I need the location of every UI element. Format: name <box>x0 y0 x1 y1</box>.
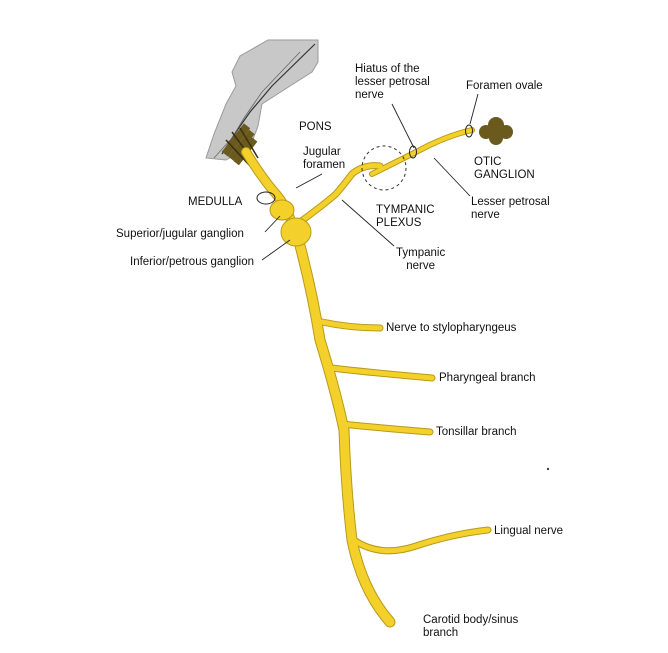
label-inferior-ganglion: Inferior/petrous ganglion <box>130 256 255 268</box>
label-jugular-foramen-line2: foramen <box>303 159 346 171</box>
label-lesser-petrosal-line1: Lesser petrosal <box>471 196 550 208</box>
label-lesser-petrosal-nerve: Lesser petrosal nerve <box>471 196 550 222</box>
nerve-paths <box>242 128 491 627</box>
foramen-ovale-ring <box>465 124 473 138</box>
label-pons: PONS <box>299 121 332 133</box>
label-jugular-foramen-line1: Jugular <box>303 146 341 158</box>
label-hiatus: Hiatus of the lesser petrosal nerve <box>355 63 430 102</box>
label-medulla: MEDULLA <box>188 196 243 208</box>
label-tympanic-nerve: Tympanic nerve <box>396 247 445 273</box>
label-nerve-to-stylopharyngeus: Nerve to stylopharyngeus <box>386 322 517 334</box>
label-foramen-ovale: Foramen ovale <box>466 80 543 92</box>
label-tympanic-plexus-line2: PLEXUS <box>376 217 422 229</box>
label-tympanic-nerve-line2: nerve <box>406 260 435 272</box>
label-otic-ganglion-line1: OTIC <box>474 156 502 168</box>
label-hiatus-line2: lesser petrosal <box>355 76 430 88</box>
label-carotid-branch: Carotid body/sinus branch <box>423 614 518 640</box>
brainstem-outline-line <box>213 51 301 159</box>
label-superior-ganglion: Superior/jugular ganglion <box>116 228 244 240</box>
label-tympanic-plexus-line1: TYMPANIC <box>376 204 435 216</box>
label-hiatus-line1: Hiatus of the <box>355 63 420 75</box>
label-tympanic-nerve-line1: Tympanic <box>396 247 446 259</box>
label-otic-ganglion: OTIC GANGLION <box>474 156 535 182</box>
label-otic-ganglion-line2: GANGLION <box>474 169 535 181</box>
tympanic-plexus-circle <box>361 145 407 191</box>
label-lingual-nerve: Lingual nerve <box>494 525 564 537</box>
otic-ganglion <box>479 117 513 145</box>
superior-ganglion <box>269 199 295 221</box>
inferior-ganglion <box>280 217 312 247</box>
label-carotid-line1: Carotid body/sinus <box>423 614 519 626</box>
label-lesser-petrosal-line2: nerve <box>471 209 500 221</box>
stray-dot <box>546 467 550 471</box>
jugular-foramen-ring <box>256 191 276 205</box>
leader-lines <box>261 93 479 261</box>
label-jugular-foramen: Jugular foramen <box>303 146 345 172</box>
label-pharyngeal-branch: Pharyngeal branch <box>439 372 536 384</box>
label-tympanic-plexus: TYMPANIC PLEXUS <box>376 204 435 230</box>
label-tonsillar-branch: Tonsillar branch <box>436 426 517 438</box>
label-hiatus-line3: nerve <box>355 89 384 101</box>
label-carotid-line2: branch <box>423 627 459 639</box>
